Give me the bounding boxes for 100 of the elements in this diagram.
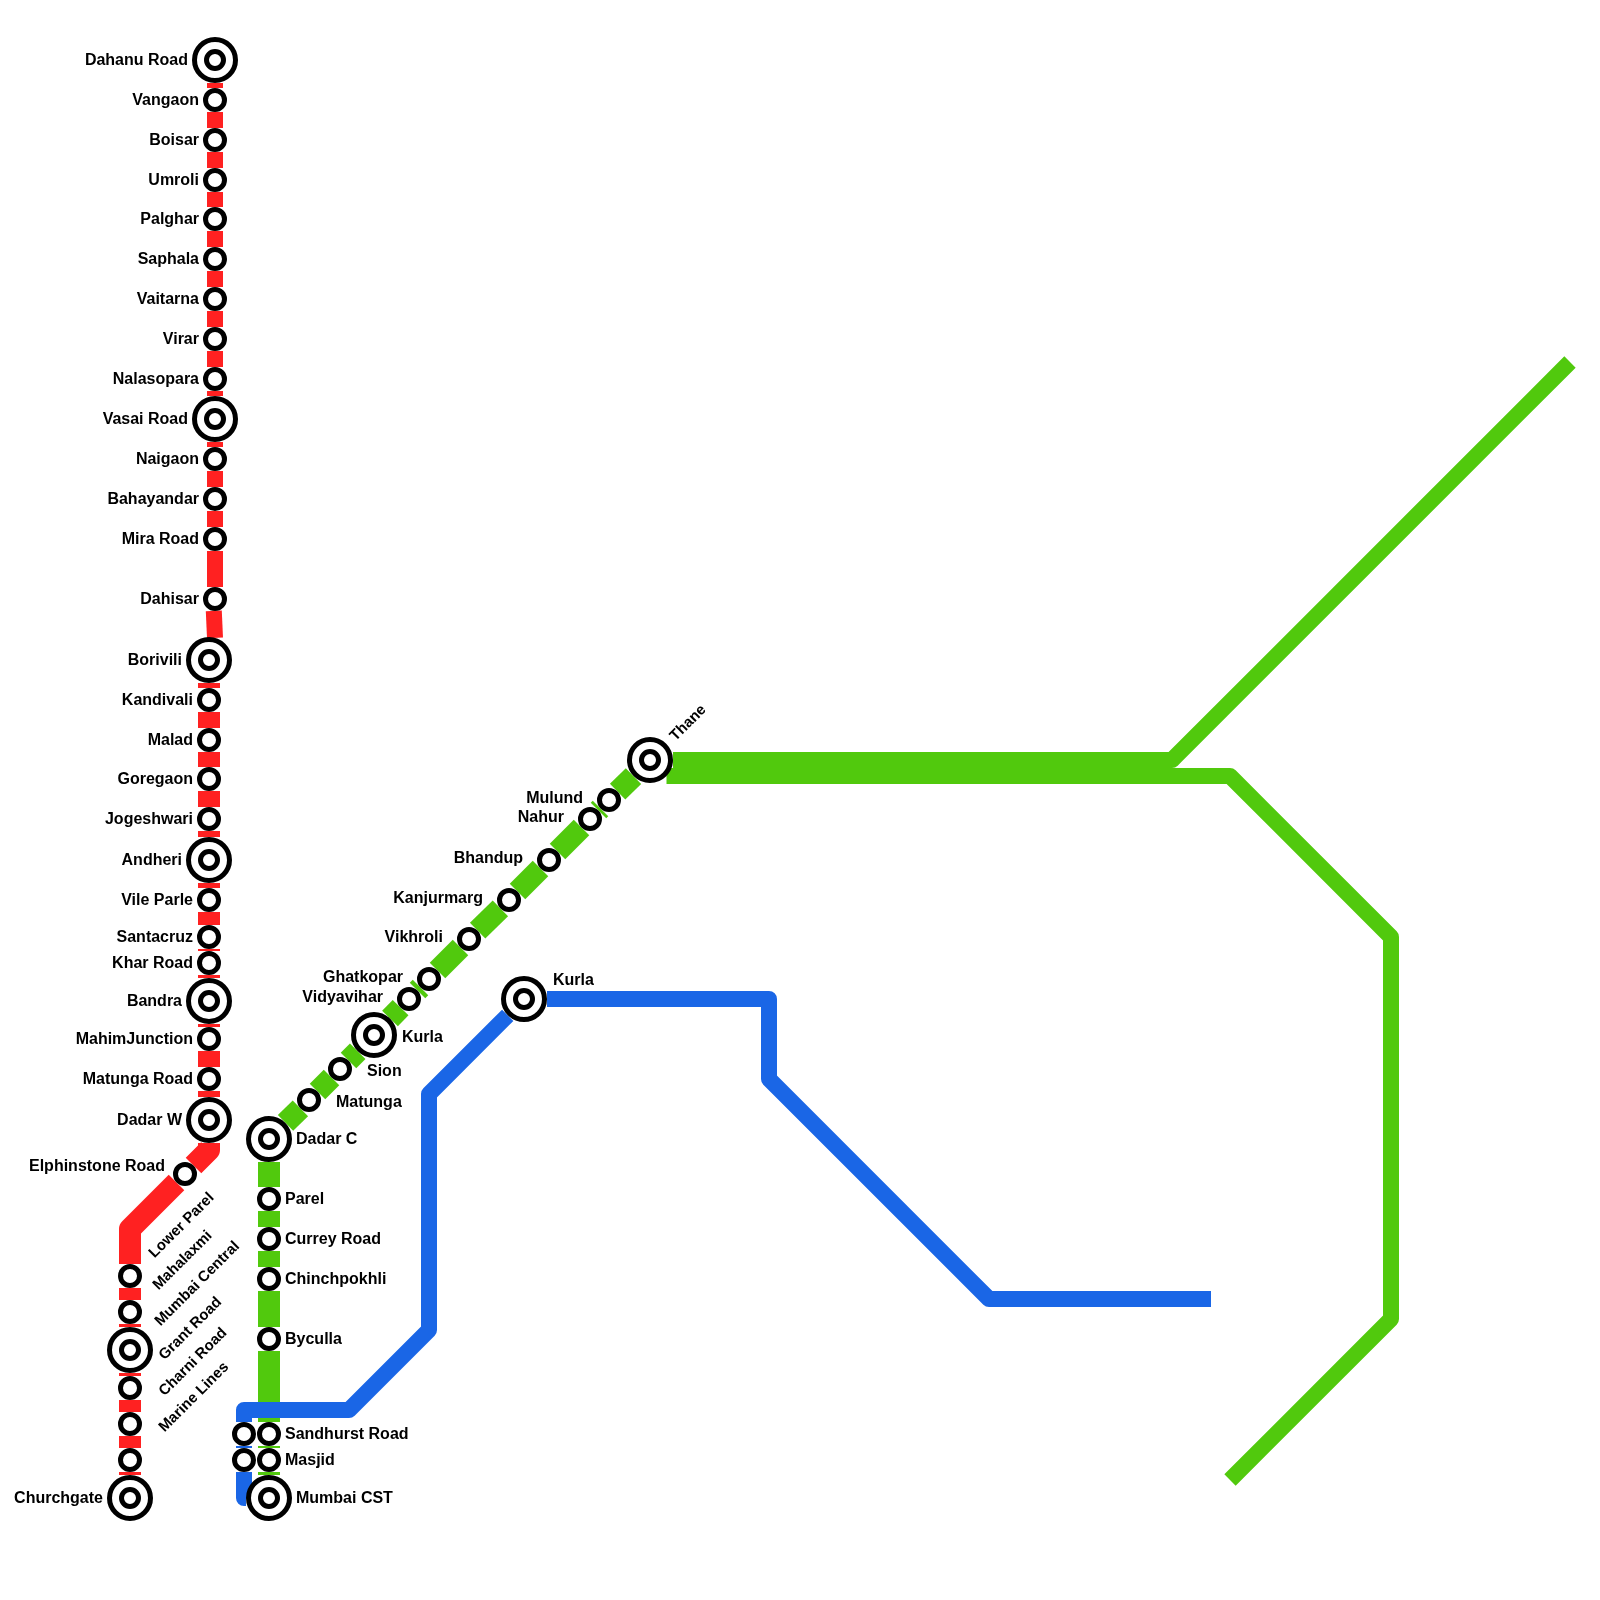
rail-line [207, 471, 223, 487]
rail-line [185, 1139, 220, 1174]
rail-line [119, 1436, 141, 1448]
station-label: Currey Road [285, 1230, 382, 1248]
station-label: Chinchpokhli [285, 1270, 387, 1288]
station-label: MahimJunction [75, 1030, 193, 1048]
rail-line [409, 979, 429, 999]
station-label: Vangaon [132, 91, 199, 109]
rail-line [666, 768, 1399, 1486]
rail-line [119, 1174, 185, 1264]
station-label: Parel [285, 1190, 325, 1208]
station-label: Naigaon [135, 450, 199, 468]
rail-line [198, 949, 220, 951]
station-label: Dadar W [117, 1111, 182, 1129]
station-label: Umroli [148, 171, 199, 189]
station-label: Nahur [517, 808, 564, 826]
rail-line [198, 712, 220, 728]
station-label: Bandra [126, 992, 182, 1010]
rail-line [207, 351, 223, 367]
station-label: Goregaon [117, 770, 193, 788]
rail-line [207, 511, 223, 527]
rail-line [549, 819, 590, 860]
station-label: Dadar C [296, 1130, 358, 1148]
station-label: Malad [147, 731, 193, 749]
rail-line [382, 999, 409, 1027]
rail-line [205, 610, 223, 639]
station-label: Mulund [526, 789, 583, 807]
rail-line [198, 1051, 220, 1067]
rail-line [236, 1472, 252, 1506]
rail-line [547, 991, 1211, 1307]
rail-line [207, 231, 223, 247]
station-label: Saphala [137, 250, 199, 268]
station-label: Matunga [336, 1093, 402, 1111]
rail-line [258, 1446, 280, 1448]
station-label: Byculla [285, 1330, 342, 1348]
station-label: Masjid [285, 1451, 335, 1469]
station-label: Mira Road [121, 530, 199, 548]
rail-line [258, 1162, 280, 1187]
station-label: Kurla [402, 1028, 443, 1046]
rail-line [207, 311, 223, 327]
rail-line [119, 1472, 141, 1475]
station-label: Dahisar [140, 590, 199, 608]
rail-line [590, 800, 609, 819]
rail-line [207, 112, 223, 128]
rail-line [207, 551, 223, 587]
station-label: Santacruz [116, 928, 193, 946]
station-label: Ghatkopar [323, 968, 403, 986]
station-label: Sion [367, 1062, 402, 1080]
station-label: Vaitarna [136, 290, 199, 308]
rail-line [258, 1211, 280, 1227]
station-label: Boisar [149, 131, 199, 149]
station-label: Jogeshwari [104, 810, 193, 828]
station-label: Palghar [140, 210, 199, 228]
rail-line [119, 1324, 141, 1327]
rail-line [198, 791, 220, 807]
station-label: Andheri [121, 851, 182, 869]
station-label: Sandhurst Road [285, 1425, 409, 1443]
rail-line [509, 860, 549, 900]
rail-line [469, 900, 509, 939]
rail-line [258, 1351, 280, 1422]
station-label: Vile Parle [121, 891, 193, 909]
rail-line [198, 883, 220, 888]
station-label: Virar [162, 330, 199, 348]
station-label: Elphinstone Road [29, 1157, 165, 1175]
station-label: Matunga Road [82, 1070, 193, 1088]
rail-line [198, 683, 220, 688]
rail-line [207, 152, 223, 168]
rail-line [198, 1024, 220, 1027]
station-label: Bhandup [453, 849, 523, 867]
rail-line [207, 192, 223, 207]
station-label: Kanjurmarg [393, 889, 483, 907]
rail-line [258, 1251, 280, 1267]
rail-line [119, 1373, 141, 1376]
rail-line [609, 768, 642, 800]
rail-line [340, 1043, 366, 1069]
station-label: Vidyavihar [302, 988, 383, 1006]
station-label: Khar Road [112, 954, 193, 972]
rail-line [236, 1009, 514, 1422]
station-label: Churchgate [14, 1489, 103, 1507]
rail-line [198, 912, 220, 925]
rail-line [207, 271, 223, 287]
rail-line [198, 1091, 220, 1097]
rail-line [258, 1472, 280, 1475]
rail-line [277, 1100, 309, 1131]
station-label: Nalasopara [112, 370, 199, 388]
station-label: Bahayandar [107, 490, 199, 508]
rail-line [119, 1400, 141, 1412]
station-label: Dahanu Road [84, 51, 188, 69]
rail-line [207, 391, 223, 396]
rail-line [207, 83, 223, 88]
station-label: Vikhroli [384, 928, 443, 946]
rail-line [198, 752, 220, 767]
rail-line [309, 1069, 340, 1100]
rail-line [258, 1291, 280, 1327]
rail-line [429, 939, 469, 979]
station-label: Borivili [127, 651, 182, 669]
rail-line [119, 1288, 141, 1300]
station-label: Mumbai CST [296, 1489, 393, 1507]
rail-line [198, 975, 220, 978]
rail-line [198, 831, 220, 837]
